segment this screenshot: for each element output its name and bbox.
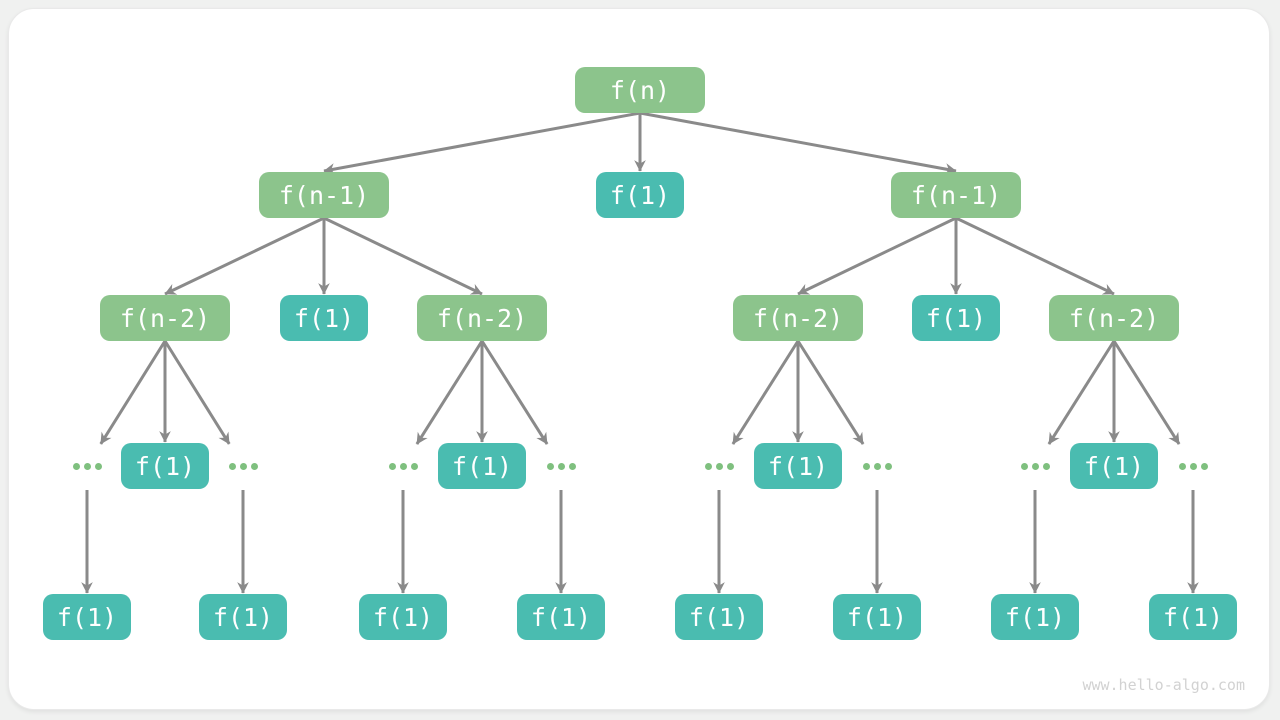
ellipsis-node bbox=[544, 461, 578, 471]
ellipsis-node bbox=[1018, 461, 1052, 471]
tree-node: f(1) bbox=[596, 172, 684, 218]
tree-node: f(1) bbox=[280, 295, 368, 341]
ellipsis-dot bbox=[410, 462, 418, 470]
ellipsis-dot bbox=[1020, 462, 1028, 470]
ellipsis-dot bbox=[715, 462, 723, 470]
ellipsis-dot bbox=[228, 462, 236, 470]
tree-node: f(1) bbox=[912, 295, 1000, 341]
tree-node: f(n-2) bbox=[733, 295, 863, 341]
ellipsis-node bbox=[70, 461, 104, 471]
tree-node: f(n-2) bbox=[100, 295, 230, 341]
tree-node: f(1) bbox=[833, 594, 921, 640]
ellipsis-dot bbox=[557, 462, 565, 470]
tree-node: f(n-2) bbox=[1049, 295, 1179, 341]
ellipsis-dot bbox=[250, 462, 258, 470]
ellipsis-dot bbox=[1042, 462, 1050, 470]
ellipsis-dot bbox=[72, 462, 80, 470]
tree-node: f(1) bbox=[675, 594, 763, 640]
ellipsis-dot bbox=[546, 462, 554, 470]
ellipsis-node bbox=[386, 461, 420, 471]
ellipsis-dot bbox=[1189, 462, 1197, 470]
ellipsis-dot bbox=[1178, 462, 1186, 470]
tree-node: f(1) bbox=[121, 443, 209, 489]
ellipsis-dot bbox=[873, 462, 881, 470]
tree-node: f(1) bbox=[517, 594, 605, 640]
ellipsis-dot bbox=[704, 462, 712, 470]
ellipsis-node bbox=[226, 461, 260, 471]
ellipsis-dot bbox=[239, 462, 247, 470]
ellipsis-dot bbox=[726, 462, 734, 470]
ellipsis-dot bbox=[1031, 462, 1039, 470]
ellipsis-dot bbox=[399, 462, 407, 470]
tree-node: f(1) bbox=[199, 594, 287, 640]
ellipsis-dot bbox=[388, 462, 396, 470]
ellipsis-dot bbox=[884, 462, 892, 470]
tree-node: f(n-1) bbox=[259, 172, 389, 218]
ellipsis-node bbox=[702, 461, 736, 471]
tree-node: f(1) bbox=[359, 594, 447, 640]
tree-node: f(n-2) bbox=[417, 295, 547, 341]
tree-node: f(n-1) bbox=[891, 172, 1021, 218]
tree-node: f(1) bbox=[754, 443, 842, 489]
ellipsis-dot bbox=[94, 462, 102, 470]
ellipsis-node bbox=[860, 461, 894, 471]
tree-node: f(1) bbox=[1070, 443, 1158, 489]
tree-node: f(1) bbox=[438, 443, 526, 489]
ellipsis-dot bbox=[1200, 462, 1208, 470]
tree-node: f(n) bbox=[575, 67, 705, 113]
ellipsis-dot bbox=[862, 462, 870, 470]
ellipsis-node bbox=[1176, 461, 1210, 471]
tree-node: f(1) bbox=[991, 594, 1079, 640]
ellipsis-dot bbox=[568, 462, 576, 470]
tree-node: f(1) bbox=[1149, 594, 1237, 640]
ellipsis-dot bbox=[83, 462, 91, 470]
tree-node: f(1) bbox=[43, 594, 131, 640]
watermark-text: www.hello-algo.com bbox=[1082, 676, 1245, 694]
